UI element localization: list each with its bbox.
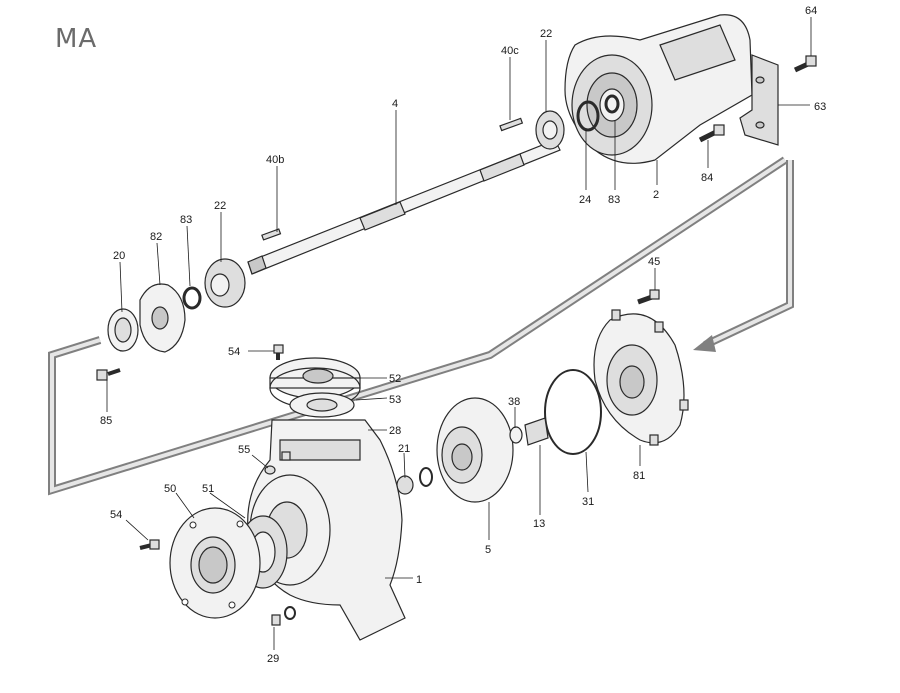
bearing-right [535, 110, 565, 150]
snap-ring [576, 100, 600, 132]
callout-22-right: 22 [540, 28, 552, 40]
callout-13: 13 [533, 518, 545, 530]
flange-gasket [289, 392, 355, 418]
callout-50: 50 [164, 483, 176, 495]
callout-24: 24 [579, 194, 591, 206]
callout-1: 1 [416, 574, 422, 586]
suction-flange [169, 507, 261, 619]
callout-55: 55 [238, 444, 250, 456]
mechanical-seal [509, 417, 549, 446]
callout-20: 20 [113, 250, 125, 262]
key-40c [499, 117, 524, 132]
bolt-54-top [273, 344, 284, 360]
shaft [247, 139, 561, 275]
discharge-flange [269, 357, 361, 409]
drain-plug [271, 606, 296, 626]
callout-29: 29 [267, 653, 279, 665]
bolt-64 [793, 55, 817, 73]
callout-54-left: 54 [110, 509, 122, 521]
callout-4: 4 [392, 98, 398, 110]
casing-cover [593, 309, 689, 446]
callout-22-left: 22 [214, 200, 226, 212]
callout-31: 31 [582, 496, 594, 508]
callout-40b: 40b [266, 154, 284, 166]
impeller-nut [396, 467, 433, 495]
callout-53: 53 [389, 394, 401, 406]
ring-83-left [182, 286, 202, 310]
o-ring [544, 369, 602, 455]
key-40b [261, 228, 282, 241]
callout-5: 5 [485, 544, 491, 556]
bolt-84 [698, 124, 725, 143]
callout-38: 38 [508, 396, 520, 408]
bolt-54-left [139, 539, 160, 550]
callout-83-left: 83 [180, 214, 192, 226]
callout-82: 82 [150, 231, 162, 243]
callout-63: 63 [814, 101, 826, 113]
callout-84: 84 [701, 172, 713, 184]
callout-52: 52 [389, 373, 401, 385]
bearing-left [204, 258, 246, 308]
bearing-cover [139, 283, 186, 353]
bearing-housing [564, 14, 779, 164]
bolt-85 [96, 368, 121, 381]
callout-labels: 64 63 84 2 83 24 22 40c 4 40b 22 83 82 2… [100, 5, 826, 665]
callout-51: 51 [202, 483, 214, 495]
bolt-45 [637, 289, 660, 305]
seal-ring [107, 308, 139, 352]
impeller [436, 397, 514, 503]
callout-45: 45 [648, 256, 660, 268]
leader-lines [106, 17, 812, 650]
callout-85: 85 [100, 415, 112, 427]
callout-64: 64 [805, 5, 817, 17]
model-label: MA [55, 24, 98, 54]
callout-81: 81 [633, 470, 645, 482]
callout-21: 21 [398, 443, 410, 455]
callout-83-right: 83 [608, 194, 620, 206]
ring-83-right [604, 94, 620, 114]
assembly-flow-arrow [48, 156, 794, 496]
callout-2: 2 [653, 189, 659, 201]
callout-28: 28 [389, 425, 401, 437]
callout-40c: 40c [501, 45, 519, 57]
callout-54-top: 54 [228, 346, 240, 358]
